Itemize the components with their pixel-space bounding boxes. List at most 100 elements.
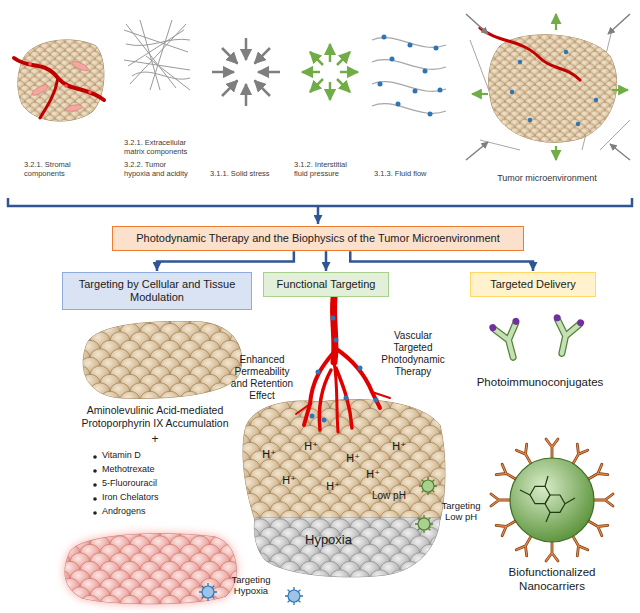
- microenvironment-illustration: [612, 89, 628, 91]
- bullet-dots: [93, 497, 97, 501]
- stroma-illustration: [64, 84, 68, 88]
- flow-illustration: [396, 102, 401, 107]
- callout-text: Targeting Low pH: [436, 500, 486, 523]
- microenvironment-illustration: [466, 142, 488, 160]
- fiber-illustration: [126, 39, 190, 45]
- label-holder: Hypoxia: [305, 532, 352, 548]
- item-label: Biofunctionalized Nanocarriers: [492, 566, 612, 594]
- tumor-mass: [254, 518, 440, 577]
- nanocarrier: [520, 476, 575, 522]
- blood-vessel: [372, 392, 390, 398]
- section-label: 3.2.1. Stromal components: [24, 160, 110, 178]
- label-holder: Aminolevulinic Acid-mediated Protoporphy…: [60, 404, 250, 429]
- tumor-mass: [254, 518, 440, 577]
- bullet-dots: [93, 469, 97, 473]
- fiber-illustration: [126, 24, 176, 88]
- panel-outline: [459, 3, 636, 196]
- stroma-illustration: [14, 40, 104, 121]
- microenvironment-illustration: [510, 90, 514, 94]
- label-holder: Vascular Targeted Photodynamic Therapy: [378, 330, 448, 378]
- glowing-cell-cluster: [65, 534, 236, 604]
- blood-vessel: [319, 370, 331, 430]
- label-holder: H⁺: [304, 440, 318, 453]
- microenvironment-illustration: [555, 146, 557, 160]
- flow-illustration: [378, 35, 443, 117]
- flow-illustration: [372, 60, 446, 70]
- bullet-dots: [93, 455, 97, 515]
- label-holder: Low pH: [372, 490, 406, 502]
- box-title: Functional Targeting: [270, 278, 382, 291]
- solid-stress-arrows: [212, 38, 280, 106]
- label-holder: +: [148, 432, 162, 446]
- tumor-mass: [243, 400, 445, 577]
- label-holder: Targeting Low pH: [436, 500, 486, 523]
- nanoparticles: [344, 396, 349, 401]
- microenvironment-illustration: [518, 60, 522, 64]
- targeting-particles: [199, 477, 437, 605]
- nanoparticles: [331, 316, 336, 321]
- stroma-illustration: [31, 83, 50, 97]
- cell-cluster: [83, 322, 241, 399]
- blood-vessel: [296, 404, 310, 414]
- fiber-illustration: [132, 72, 190, 79]
- stroma-illustration: [71, 59, 90, 72]
- proton-label: H⁺: [262, 448, 276, 461]
- callout-text: Targeting Hypoxia: [220, 574, 282, 597]
- label-holder: H⁺: [282, 474, 296, 487]
- bullet-dots: [93, 511, 97, 515]
- section-card: 3.2.1. Stromal components: [6, 8, 136, 194]
- item-label: Photoimmunoconjugates: [465, 376, 615, 390]
- microenvironment-illustration: [466, 14, 630, 160]
- bullet-dots: [93, 455, 97, 459]
- bracket: [8, 198, 632, 206]
- proton-label: H⁺: [326, 480, 340, 493]
- card-outline: [362, 4, 458, 194]
- plus-sign: +: [148, 432, 162, 446]
- bracket: [317, 206, 320, 224]
- category-box: Targeted Delivery: [470, 272, 596, 297]
- pressure-arrows: [310, 79, 323, 92]
- nanocarrier: [520, 476, 575, 522]
- microenvironment-illustration: [470, 30, 630, 150]
- microenvironment-illustration: [472, 93, 488, 95]
- proton-label: H⁺: [304, 440, 318, 453]
- callout-text: Vascular Targeted Photodynamic Therapy: [378, 330, 448, 378]
- region-label: Hypoxia: [305, 532, 352, 548]
- label-holder: Iron Chelators: [102, 492, 212, 503]
- box-title: Targeting by Cellular and Tissue Modulat…: [69, 278, 245, 304]
- targeting-particles: [415, 515, 433, 533]
- solid-stress-arrows: [222, 48, 238, 64]
- solid-stress-arrows: [258, 71, 280, 74]
- card-outline: [458, 2, 636, 196]
- nanocarrier: [546, 439, 558, 458]
- stroma-illustration: [66, 104, 83, 113]
- microenvironment-illustration: [610, 144, 630, 160]
- microenvironment-illustration: [600, 120, 630, 150]
- cell-cluster: [83, 322, 241, 399]
- glowing-cell-cluster: [65, 534, 236, 604]
- solid-stress-arrows: [222, 81, 238, 97]
- region-label: Low pH: [372, 490, 406, 502]
- label-holder: H⁺: [392, 440, 406, 453]
- proton-label: H⁺: [346, 452, 360, 465]
- stroma-illustration: [88, 90, 92, 94]
- connector-arrow: [157, 251, 294, 271]
- microenvironment-illustration: [528, 118, 532, 122]
- flow-illustration: [438, 88, 443, 93]
- pressure-arrows: [337, 79, 350, 92]
- stroma-illustration: [28, 62, 32, 66]
- list-item: Methotrexate: [102, 464, 212, 475]
- microenvironment-illustration: [489, 35, 617, 142]
- pressure-arrows: [337, 52, 350, 65]
- flow-illustration: [378, 82, 383, 87]
- microenvironment-illustration: [594, 98, 598, 102]
- label-holder: H⁺: [326, 480, 340, 493]
- microenvironment-illustration: [472, 14, 628, 160]
- fiber-illustration: [124, 20, 190, 90]
- process-box: Photodynamic Therapy and the Biophysics …: [112, 226, 524, 251]
- pressure-arrows: [329, 44, 332, 62]
- microenvironment-illustration: [564, 50, 568, 54]
- card-outline: [112, 6, 222, 194]
- microenvironment-illustration: [480, 28, 580, 80]
- fiber-illustration: [150, 20, 172, 90]
